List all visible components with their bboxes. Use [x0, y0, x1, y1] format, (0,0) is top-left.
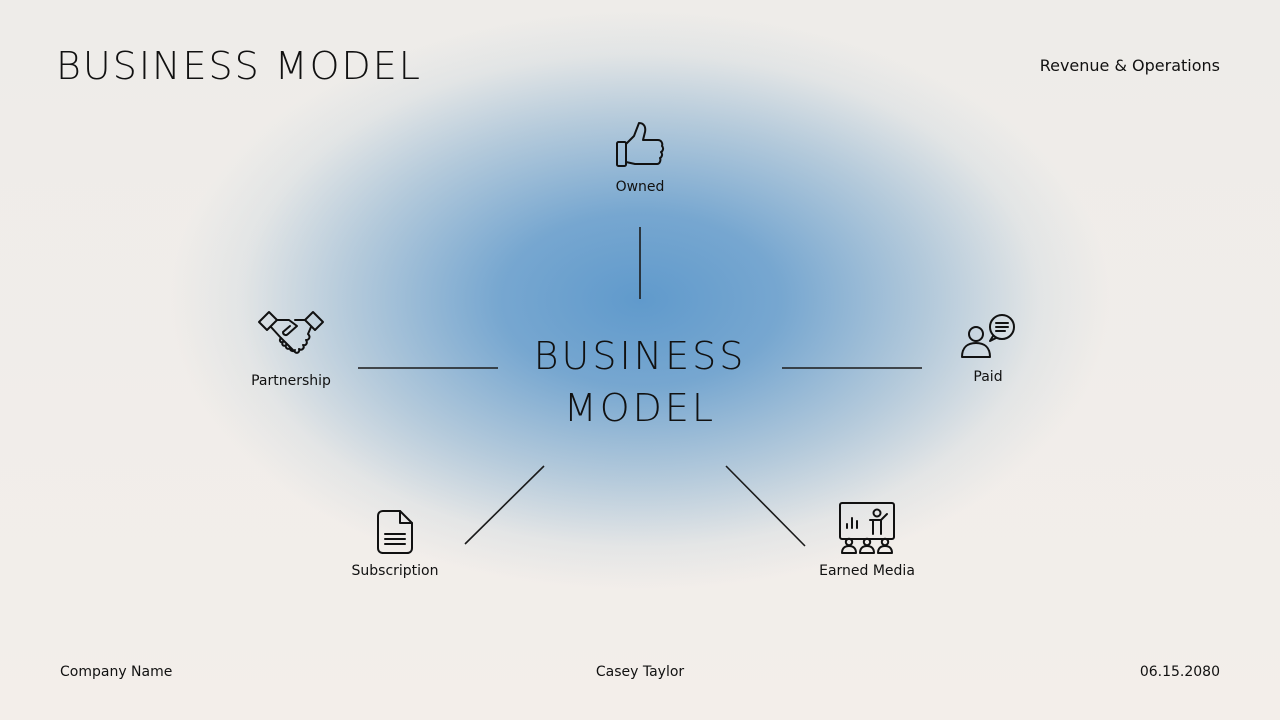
footer-presenter: Casey Taylor	[595, 664, 685, 680]
node-paid-label: Paid	[973, 369, 1003, 385]
slide-subtitle: Revenue & Operations	[1039, 56, 1220, 75]
slide-title: BUSINESS MODEL	[56, 44, 422, 88]
presentation-audience-icon	[839, 502, 895, 554]
node-subscription: Subscription	[315, 508, 475, 580]
thumbs-up-icon	[616, 122, 665, 167]
node-earned-media-label: Earned Media	[819, 563, 915, 579]
handshake-icon	[258, 311, 324, 354]
node-paid: Paid	[908, 312, 1068, 386]
center-title-line2: MODEL	[563, 386, 717, 430]
node-owned: Owned	[560, 118, 720, 196]
document-icon	[377, 510, 413, 554]
center-title: BUSINESS MODEL	[490, 330, 790, 434]
footer-date: 06.15.2080	[1139, 664, 1220, 680]
node-partnership-label: Partnership	[251, 373, 331, 389]
node-subscription-label: Subscription	[351, 563, 439, 579]
node-owned-label: Owned	[615, 179, 665, 195]
node-earned-media: Earned Media	[787, 500, 947, 580]
center-title-line1: BUSINESS	[533, 334, 747, 378]
node-partnership: Partnership	[211, 308, 371, 390]
connector-earned-media	[725, 465, 806, 547]
footer-company: Company Name	[60, 664, 173, 680]
connector-subscription	[464, 465, 545, 545]
user-chat-icon	[961, 314, 1015, 358]
